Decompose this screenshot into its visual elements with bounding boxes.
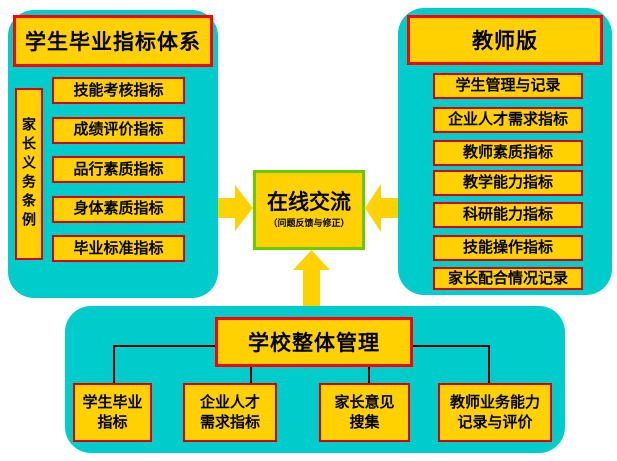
bottom-panel-title: 学校整体管理 [215, 317, 413, 367]
left-panel-item: 品行素质指标 [52, 156, 185, 183]
bottom-panel-item: 企业人才 需求指标 [183, 383, 277, 442]
right-panel-item: 教师素质指标 [433, 140, 583, 166]
left-panel-item: 成绩评价指标 [52, 116, 185, 144]
student-graduation-panel: 学生毕业指标体系 家长义务条例 技能考核指标 成绩评价指标 品行素质指标 身体素… [8, 10, 218, 298]
right-panel-item: 科研能力指标 [433, 202, 583, 228]
teacher-edition-panel: 教师版 学生管理与记录 企业人才需求指标 教师素质指标 教学能力指标 科研能力指… [398, 8, 612, 295]
right-panel-item: 家长配合情况记录 [433, 267, 583, 290]
connector-line [113, 345, 215, 347]
bottom-panel-item: 学生毕业 指标 [73, 383, 152, 442]
online-exchange-subtitle: （问题反馈与修正） [268, 218, 350, 229]
right-panel-item: 技能操作指标 [433, 235, 583, 261]
connector-line [250, 367, 252, 383]
block-arrow-up-icon [293, 250, 330, 306]
connector-line [113, 345, 115, 383]
connector-line [413, 345, 490, 347]
left-panel-item: 技能考核指标 [52, 77, 185, 104]
connector-line [368, 367, 370, 383]
left-panel-title: 学生毕业指标体系 [13, 15, 213, 67]
online-exchange-title: 在线交流 [267, 190, 351, 214]
left-panel-item: 身体素质指标 [52, 195, 185, 223]
parent-obligation-label: 家长义务条例 [15, 88, 43, 260]
online-exchange-box: 在线交流 （问题反馈与修正） [253, 170, 365, 250]
bottom-panel-item: 教师业务能力 记录与评价 [438, 383, 552, 442]
block-arrow-right-icon [218, 185, 253, 231]
bottom-panel-item: 家长意见 搜集 [319, 383, 410, 442]
connector-line [488, 345, 490, 383]
right-panel-item: 教学能力指标 [433, 170, 583, 196]
block-arrow-left-icon [365, 184, 398, 232]
right-panel-item: 企业人才需求指标 [433, 107, 583, 133]
left-panel-item: 毕业标准指标 [52, 235, 185, 262]
right-panel-title: 教师版 [407, 15, 603, 65]
school-management-panel: 学校整体管理 学生毕业 指标 企业人才 需求指标 家长意见 搜集 教师业务能力 … [65, 306, 565, 453]
right-panel-item: 学生管理与记录 [433, 73, 583, 99]
